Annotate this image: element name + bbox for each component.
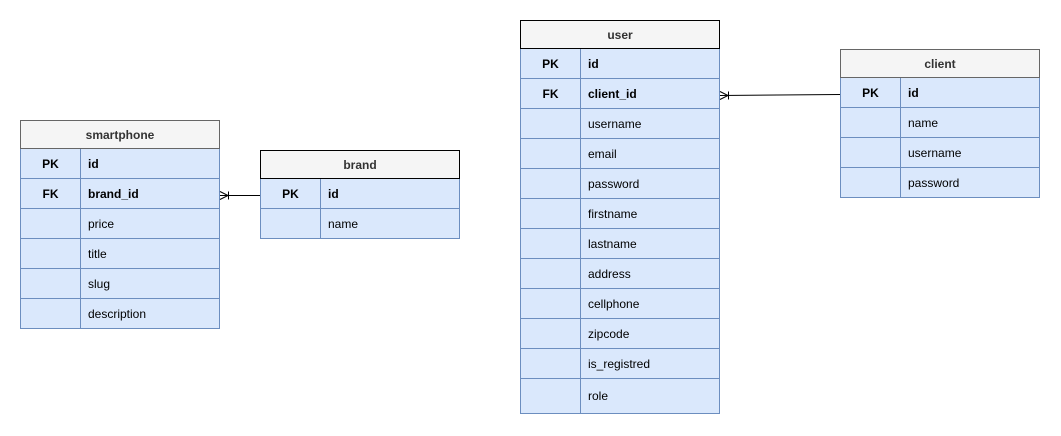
- field-name: role: [588, 389, 609, 403]
- field-name: brand_id: [88, 186, 139, 201]
- user-row-email[interactable]: email: [520, 139, 720, 169]
- brand-row-id[interactable]: PK id: [260, 179, 460, 209]
- field-name: is_registred: [588, 356, 651, 371]
- relation-line: [719, 94, 841, 96]
- key-cell: [521, 349, 581, 378]
- key-cell: [21, 299, 81, 328]
- field-name: username: [588, 116, 642, 131]
- user-row-is-registred[interactable]: is_registred: [520, 349, 720, 379]
- key-cell: [21, 239, 81, 268]
- brand-row-name[interactable]: name: [260, 209, 460, 239]
- client-row-id[interactable]: PK id: [840, 78, 1040, 108]
- field-name: username: [908, 145, 962, 160]
- user-row-username[interactable]: username: [520, 109, 720, 139]
- smartphone-table[interactable]: smartphone PK id FK brand_id price title…: [20, 120, 220, 329]
- user-row-address[interactable]: address: [520, 259, 720, 289]
- primary-key-label: PK: [841, 78, 901, 107]
- field-name: zipcode: [588, 326, 630, 341]
- key-cell: [21, 209, 81, 238]
- client-row-name[interactable]: name: [840, 108, 1040, 138]
- field-name: address: [588, 266, 631, 281]
- user-table[interactable]: user PK id FK client_id username email p…: [520, 20, 720, 414]
- key-cell: [521, 319, 581, 348]
- smartphone-row-slug[interactable]: slug: [20, 269, 220, 299]
- primary-key-label: PK: [521, 49, 581, 78]
- foreign-key-label: FK: [21, 179, 81, 208]
- field-name: cellphone: [588, 296, 640, 311]
- foreign-key-label: FK: [521, 79, 581, 108]
- user-row-cellphone[interactable]: cellphone: [520, 289, 720, 319]
- key-cell: [21, 269, 81, 298]
- client-table[interactable]: client PK id name username password: [840, 49, 1040, 198]
- user-row-firstname[interactable]: firstname: [520, 199, 720, 229]
- field-name: email: [588, 146, 617, 161]
- field-name: lastname: [588, 236, 637, 251]
- field-name: firstname: [588, 206, 638, 221]
- field-name: name: [328, 216, 359, 231]
- user-client-relation[interactable]: [719, 91, 841, 100]
- smartphone-row-price[interactable]: price: [20, 209, 220, 239]
- field-name: id: [88, 156, 99, 171]
- key-cell: [521, 379, 581, 413]
- client-table-title[interactable]: client: [840, 49, 1040, 78]
- smartphone-row-id[interactable]: PK id: [20, 149, 220, 179]
- primary-key-label: PK: [261, 179, 321, 208]
- user-row-zipcode[interactable]: zipcode: [520, 319, 720, 349]
- user-table-title[interactable]: user: [520, 20, 720, 49]
- field-name: id: [908, 85, 919, 100]
- user-row-lastname[interactable]: lastname: [520, 229, 720, 259]
- user-row-id[interactable]: PK id: [520, 49, 720, 79]
- key-cell: [521, 229, 581, 258]
- field-name: price: [88, 216, 115, 231]
- field-name: name: [908, 115, 939, 130]
- brand-table-title[interactable]: brand: [260, 150, 460, 179]
- client-row-password[interactable]: password: [840, 168, 1040, 198]
- user-row-role[interactable]: role: [520, 379, 720, 414]
- key-cell: [521, 289, 581, 318]
- key-cell: [521, 109, 581, 138]
- key-cell: [521, 139, 581, 168]
- smartphone-row-brand-id[interactable]: FK brand_id: [20, 179, 220, 209]
- smartphone-row-description[interactable]: description: [20, 299, 220, 329]
- key-cell: [841, 168, 901, 197]
- field-name: slug: [88, 276, 111, 291]
- field-name: description: [88, 306, 147, 321]
- field-name: id: [588, 56, 599, 71]
- field-name: password: [908, 175, 960, 190]
- field-name: password: [588, 176, 640, 191]
- smartphone-table-title[interactable]: smartphone: [20, 120, 220, 149]
- field-name: client_id: [588, 86, 637, 101]
- field-name: title: [88, 246, 107, 261]
- field-name: id: [328, 186, 339, 201]
- brand-table[interactable]: brand PK id name: [260, 150, 460, 239]
- key-cell: [841, 138, 901, 167]
- client-row-username[interactable]: username: [840, 138, 1040, 168]
- user-row-client-id[interactable]: FK client_id: [520, 79, 720, 109]
- key-cell: [521, 199, 581, 228]
- key-cell: [521, 259, 581, 288]
- user-row-password[interactable]: password: [520, 169, 720, 199]
- key-cell: [261, 209, 321, 238]
- key-cell: [521, 169, 581, 198]
- smartphone-row-title[interactable]: title: [20, 239, 220, 269]
- primary-key-label: PK: [21, 149, 81, 178]
- key-cell: [841, 108, 901, 137]
- smartphone-brand-relation[interactable]: [219, 191, 260, 200]
